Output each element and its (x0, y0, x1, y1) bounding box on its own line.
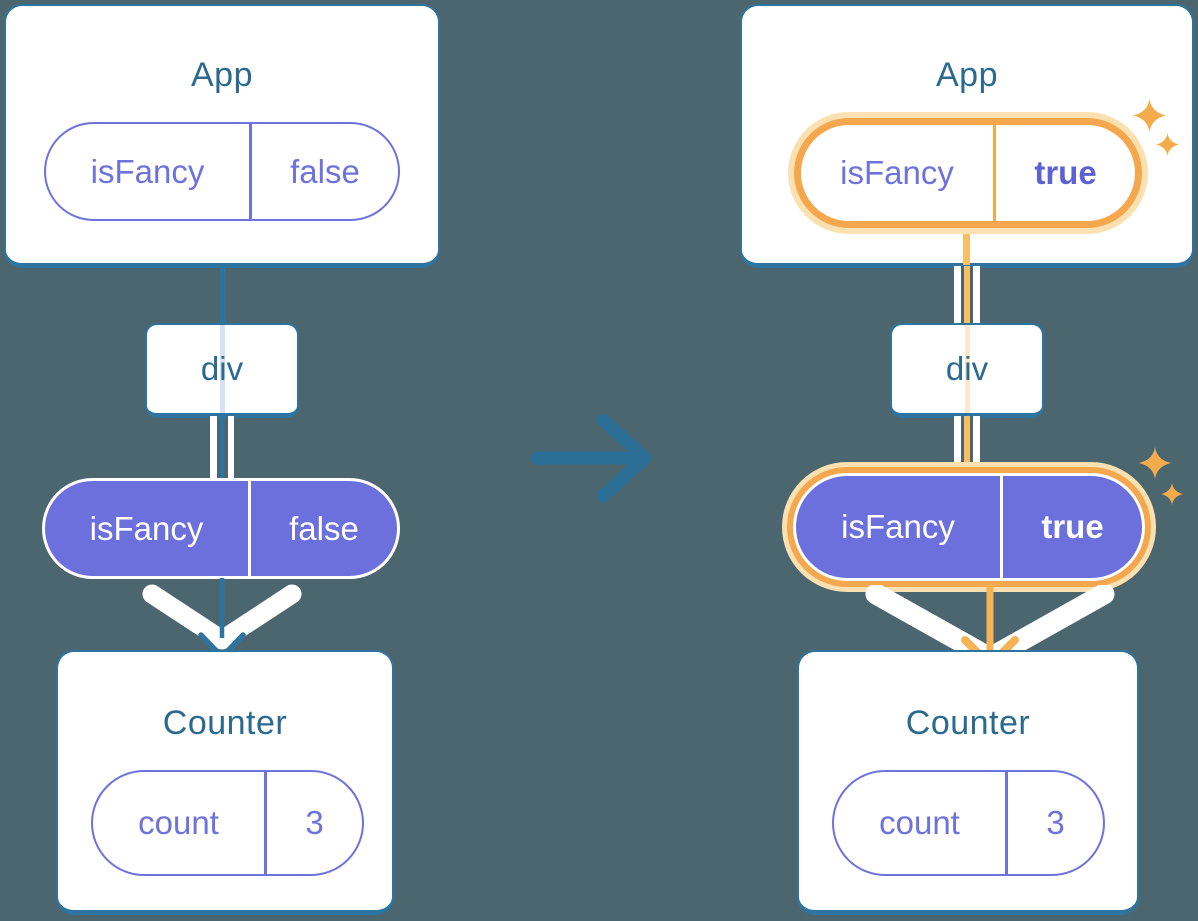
prop-line (954, 266, 961, 325)
pill-divider (248, 481, 251, 576)
state-name: count (138, 804, 219, 841)
sparkle-icon (1133, 99, 1166, 132)
state-value: true (1034, 154, 1097, 191)
div-node-before: div (145, 323, 299, 418)
pill-body (796, 476, 1142, 578)
state-pill-isfancy-before: isFancy false (44, 122, 400, 221)
sparkle-icon (1156, 133, 1179, 156)
prop-value: true (1041, 508, 1104, 545)
div-node-after: div (890, 323, 1044, 418)
prop-flow-connector-highlight (954, 416, 980, 470)
prop-line (954, 416, 961, 470)
pass-through-line (219, 325, 225, 413)
prop-line (973, 416, 980, 470)
prop-pill-isfancy-after: isFancy true (782, 462, 1156, 592)
pill-content: isFancy true (801, 125, 1135, 221)
pill-divider (264, 772, 267, 874)
prop-name: isFancy (841, 508, 955, 545)
pill-content: isFancy true (796, 476, 1142, 578)
div-label: div (200, 350, 244, 387)
state-value: 3 (305, 804, 324, 841)
state-line (220, 416, 224, 479)
state-pill-count-after: count 3 (832, 770, 1105, 876)
pill-divider (1000, 476, 1003, 578)
component-title: App (936, 56, 998, 94)
state-pill-count-before: count 3 (91, 770, 364, 876)
pill-divider (249, 124, 252, 219)
div-label: div (945, 350, 989, 387)
component-title: App (191, 56, 253, 94)
sparkle-icon (1161, 483, 1183, 505)
right-arrow-icon (530, 413, 652, 503)
state-flow-line (220, 266, 225, 325)
state-line-highlight (964, 266, 970, 325)
pill-body (801, 125, 1135, 221)
prop-line (227, 416, 234, 479)
component-title: Counter (162, 704, 288, 742)
prop-value: false (289, 509, 359, 547)
prop-line (973, 266, 980, 325)
state-name: count (879, 804, 960, 841)
pass-through-line (964, 325, 970, 413)
sparkle-icon (1139, 447, 1171, 479)
state-name: isFancy (90, 152, 205, 190)
state-line-highlight (964, 416, 970, 470)
state-flow-line-highlight (963, 228, 970, 265)
state-pill-isfancy-after: isFancy true (788, 112, 1148, 234)
component-title: Counter (905, 704, 1031, 742)
prop-name: isFancy (89, 509, 204, 547)
state-value: 3 (1046, 804, 1065, 841)
pill-divider (1005, 772, 1008, 874)
pill-divider (993, 125, 996, 221)
state-value: false (290, 152, 360, 190)
state-name: isFancy (840, 154, 954, 191)
prop-flow-connector-highlight (954, 266, 980, 325)
prop-line (210, 416, 217, 479)
prop-flow-connector (210, 416, 234, 479)
prop-pill-isfancy-before: isFancy false (42, 478, 400, 579)
